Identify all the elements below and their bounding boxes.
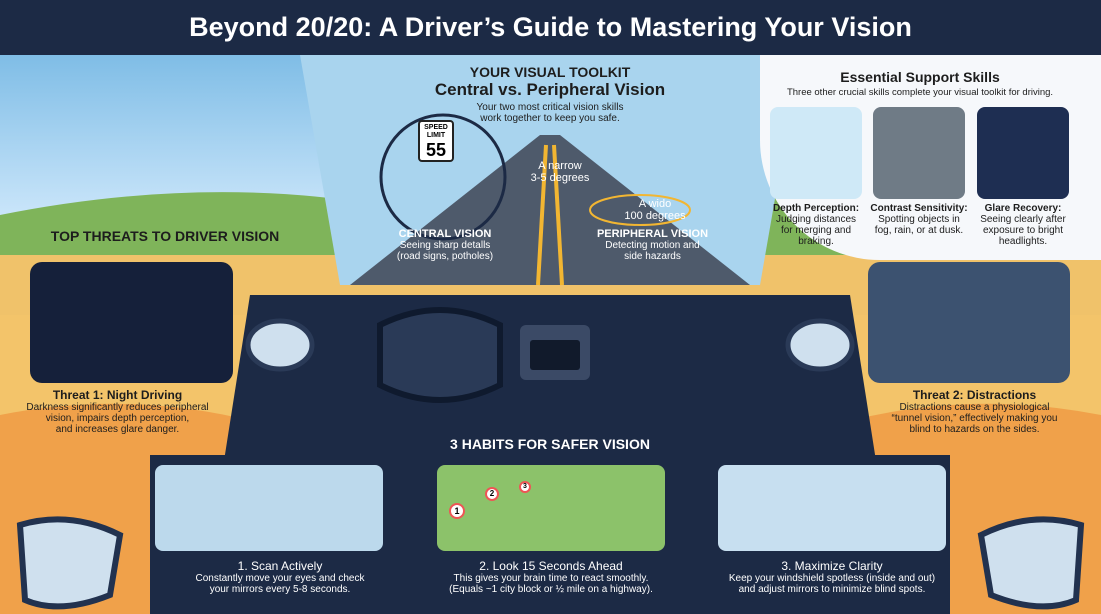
threat-text: Darkness significantly reduces periphera… (26, 402, 209, 413)
support-item-text: for merging and (780, 225, 852, 236)
sign-number: 55 (425, 140, 447, 160)
toolkit-title: Central vs. Peripheral Vision (434, 80, 666, 99)
threats-heading: TOP THREATS TO DRIVER VISION (50, 228, 280, 244)
peripheral-desc: side hazards (624, 251, 681, 262)
support-item-text: headlights. (998, 236, 1048, 247)
support-item-title: Depth Perception: (772, 203, 860, 214)
habit-text: Keep your windshield spotless (inside an… (728, 573, 936, 584)
sign-text: SPEED (424, 124, 448, 131)
marker-2: 2 (485, 487, 499, 501)
depth-perception-image (770, 107, 862, 199)
threat-title: Threat 2: Distractions (912, 388, 1037, 402)
night-driving-image (30, 262, 233, 383)
habit-title: 1. Scan Actively (237, 559, 323, 573)
central-title: CENTRAL VISION (398, 228, 492, 240)
support-item-title: Glare Recovery: (984, 203, 1062, 214)
habit-text: your mirrors every 5-8 seconds. (209, 584, 351, 595)
threat-text: blind to hazards on the sides. (909, 424, 1040, 435)
support-item: Contrast Sensitivity:Spotting objects in… (866, 203, 972, 236)
central-desc: Seeing sharp detalls (399, 240, 491, 251)
peripheral-title: PERIPHERAL VISION (596, 228, 709, 240)
label-line: 3-5 degrees (530, 172, 590, 184)
support-item-text: Seeing clearly after (980, 214, 1066, 225)
habit-text: (Equals ~1 city block or ½ mile on a hig… (449, 584, 653, 595)
threat-text: and increases glare danger. (55, 424, 180, 435)
support-header: Essential Support Skills Three other cru… (760, 69, 1080, 98)
habit-text: and adjust mirrors to minimize blind spo… (738, 584, 926, 595)
support-item-text: exposure to bright (982, 225, 1064, 236)
threat-text: vision, impairs depth perception, (45, 413, 190, 424)
contrast-sensitivity-image (873, 107, 965, 199)
distractions-image (868, 262, 1070, 383)
page-title: Beyond 20/20: A Driver’s Guide to Master… (189, 12, 912, 42)
glare-recovery-image (977, 107, 1069, 199)
support-item-text: fog, rain, or at dusk. (874, 225, 964, 236)
support-item-text: Judging distances (775, 214, 857, 225)
habit-title: 3. Maximize Clarity (781, 559, 883, 573)
label-line: A wido (638, 198, 672, 210)
marker-3: 3 (519, 481, 531, 493)
toolkit-subtitle: Your two most critical vision skills (476, 102, 624, 113)
maximize-clarity-image (718, 465, 946, 551)
habit-title: 2. Look 15 Seconds Ahead (479, 559, 623, 573)
threat-title: Threat 1: Night Driving (52, 388, 183, 402)
label-line: A narrow (538, 160, 582, 172)
support-subtitle: Three other crucial skills complete your… (786, 87, 1054, 98)
toolkit-header: YOUR VISUAL TOOLKIT Central vs. Peripher… (380, 64, 720, 124)
threat-text: Distractions cause a physiological (899, 402, 1050, 413)
look-ahead-image: 1 2 3 (437, 465, 665, 551)
central-desc: (road signs, potholes) (396, 251, 494, 262)
header-banner: Beyond 20/20: A Driver’s Guide to Master… (0, 0, 1101, 55)
habit-text: This gives your brain time to react smoo… (453, 573, 649, 584)
peripheral-desc: Detecting motion and (605, 240, 700, 251)
support-item-text: Spotting objects in (878, 214, 960, 225)
support-item-title: Contrast Sensitivity: (870, 203, 968, 214)
support-item-text: braking. (798, 236, 834, 247)
habit-text: Constantly move your eyes and check (195, 573, 365, 584)
support-title: Essential Support Skills (840, 69, 1000, 85)
threat-text: “tunnel vision,” effectively making you (891, 413, 1058, 424)
label-line: 100 degrees (624, 210, 686, 222)
sign-text: LIMIT (426, 132, 446, 139)
marker-1: 1 (449, 503, 465, 519)
toolkit-subtitle: work together to keep you safe. (480, 113, 620, 124)
toolkit-kicker: YOUR VISUAL TOOLKIT (469, 64, 631, 80)
scan-actively-image (155, 465, 383, 551)
habits-heading: 3 HABITS FOR SAFER VISION (450, 436, 650, 452)
